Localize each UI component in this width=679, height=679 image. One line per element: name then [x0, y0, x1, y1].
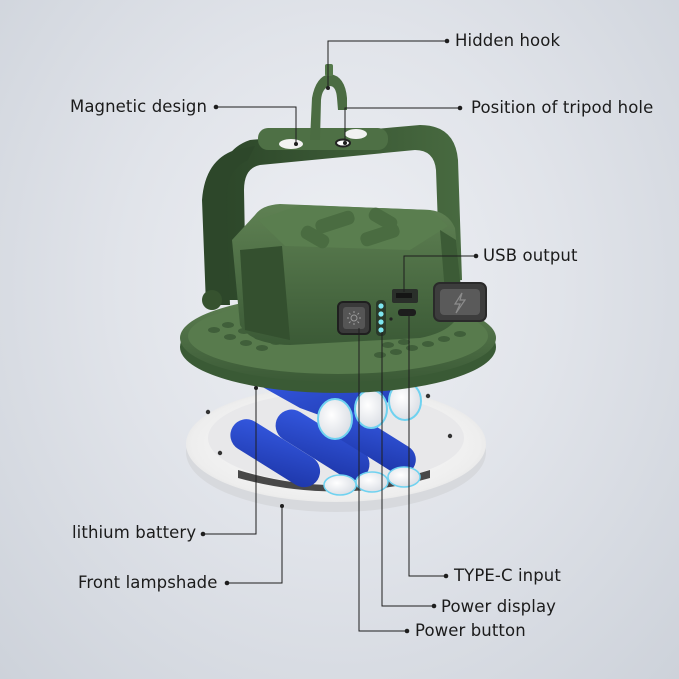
callout-magnetic-design: Magnetic design — [70, 97, 208, 116]
callout-power-display: Power display — [441, 597, 557, 616]
callout-usb-output: USB output — [483, 246, 578, 265]
callout-power-button: Power button — [415, 621, 526, 640]
callout-hidden-hook: Hidden hook — [455, 31, 561, 50]
control-panel — [337, 282, 487, 336]
callout-tripod-hole: Position of tripod hole — [471, 98, 654, 117]
callout-front-lampshade: Front lampshade — [78, 573, 218, 592]
leader-lines — [203, 40, 476, 632]
leader-dots — [200, 38, 479, 634]
lithium-battery-part — [230, 380, 422, 496]
callout-type-c-input: TYPE-C input — [454, 566, 561, 585]
hidden-hook-part — [310, 64, 347, 140]
port-cover — [433, 282, 487, 322]
sun-icon — [347, 311, 361, 325]
lightning-icon — [453, 292, 467, 314]
callout-lithium-battery: lithium battery — [72, 523, 197, 542]
